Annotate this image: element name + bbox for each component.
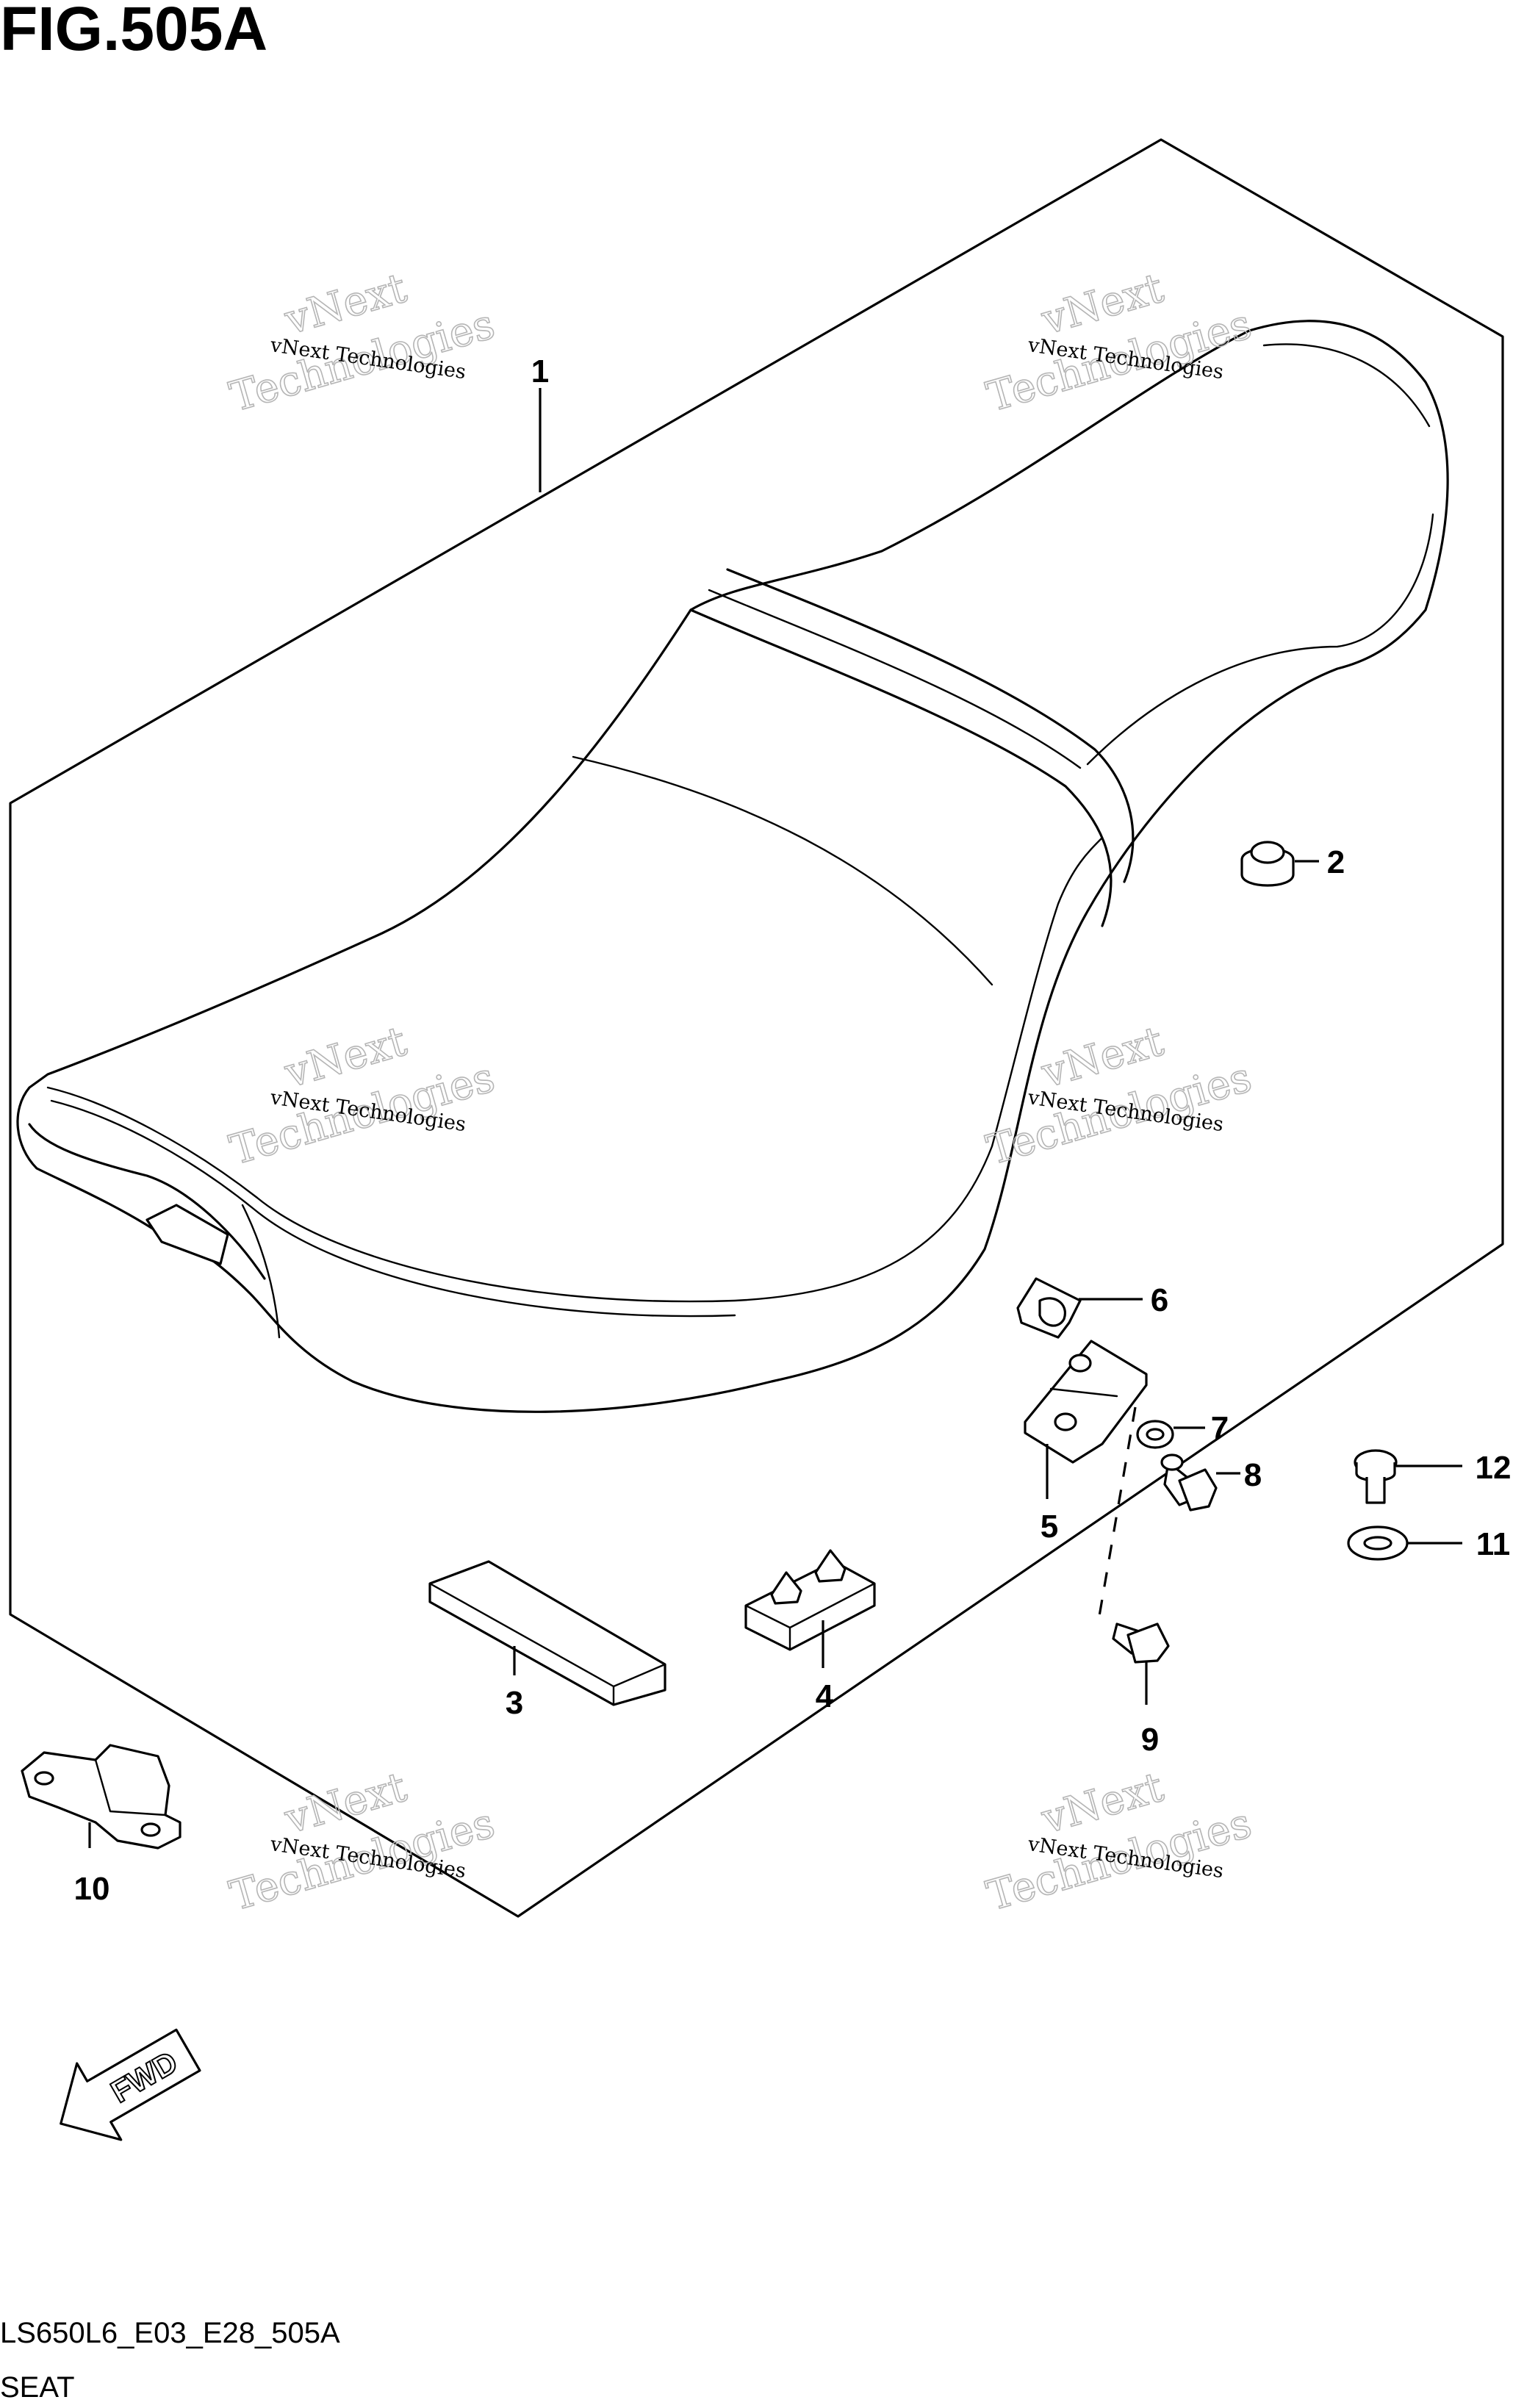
callout-10: 10: [74, 1871, 110, 1907]
callout-11: 11: [1476, 1526, 1511, 1562]
watermark-bottom-left: vNext Technologies vNext Technologies: [224, 1763, 500, 1921]
seat-passenger-piping: [1086, 513, 1434, 766]
part-7-washer: [1136, 1420, 1174, 1449]
part-8-bolt: [1160, 1453, 1218, 1512]
seat-piping-front-2: [50, 1099, 736, 1318]
seat-passenger-top-edge: [1262, 343, 1431, 428]
part-3-rubber-bar: [428, 1560, 666, 1706]
callout-3: 3: [506, 1685, 523, 1721]
part-9-bolt: [1112, 1622, 1170, 1664]
assembly-dash-line: [1097, 1406, 1137, 1621]
part-5-bracket: [1024, 1340, 1148, 1464]
fwd-direction-arrow: FWD: [60, 2028, 201, 2141]
callout-4: 4: [816, 1678, 834, 1714]
watermark-bottom-right: vNext Technologies vNext Technologies: [981, 1763, 1257, 1921]
seat-strap-mid: [708, 589, 1082, 769]
seat-side-fold: [241, 1204, 281, 1339]
seat-surface-crease: [572, 755, 993, 986]
callout-9: 9: [1141, 1722, 1159, 1758]
callout-2: 2: [1327, 844, 1345, 880]
part-6-clip: [1016, 1277, 1082, 1339]
seat-front-nose: [28, 1123, 266, 1280]
part-11-washer: [1347, 1525, 1409, 1561]
seat-piping-front: [46, 836, 1104, 1303]
watermark-top-left: vNext Technologies vNext Technologies: [224, 264, 500, 422]
callout-5: 5: [1041, 1509, 1058, 1545]
figure-title: FIG.505A: [0, 0, 267, 63]
part-10-hinge-bracket: [21, 1744, 182, 1850]
part-2-cushion: [1240, 841, 1295, 887]
part-4-cushion-pair: [744, 1549, 876, 1651]
callout-numbers: 1 2 3 4 5 6 7 8 9 10 11 12: [74, 353, 1512, 1907]
seat-front-tab: [145, 1204, 229, 1265]
callout-8: 8: [1244, 1457, 1262, 1493]
figure-name: SEAT: [0, 2371, 75, 2404]
figure-code: LS650L6_E03_E28_505A: [0, 2317, 340, 2349]
callout-12: 12: [1476, 1450, 1512, 1486]
callout-7: 7: [1211, 1410, 1229, 1446]
callout-6: 6: [1151, 1282, 1168, 1318]
part-12-screw: [1354, 1449, 1398, 1504]
seat-strap-back-edge: [726, 568, 1135, 883]
leader-lines: [88, 388, 1462, 1848]
seat-strap-front-edge: [689, 608, 1113, 927]
fwd-arrow-shape: [60, 2028, 201, 2141]
callout-1: 1: [531, 353, 549, 389]
seat-outline: [16, 320, 1449, 1413]
seat-assembly: [16, 320, 1449, 1413]
assembly-boundary-box: [9, 138, 1504, 1918]
